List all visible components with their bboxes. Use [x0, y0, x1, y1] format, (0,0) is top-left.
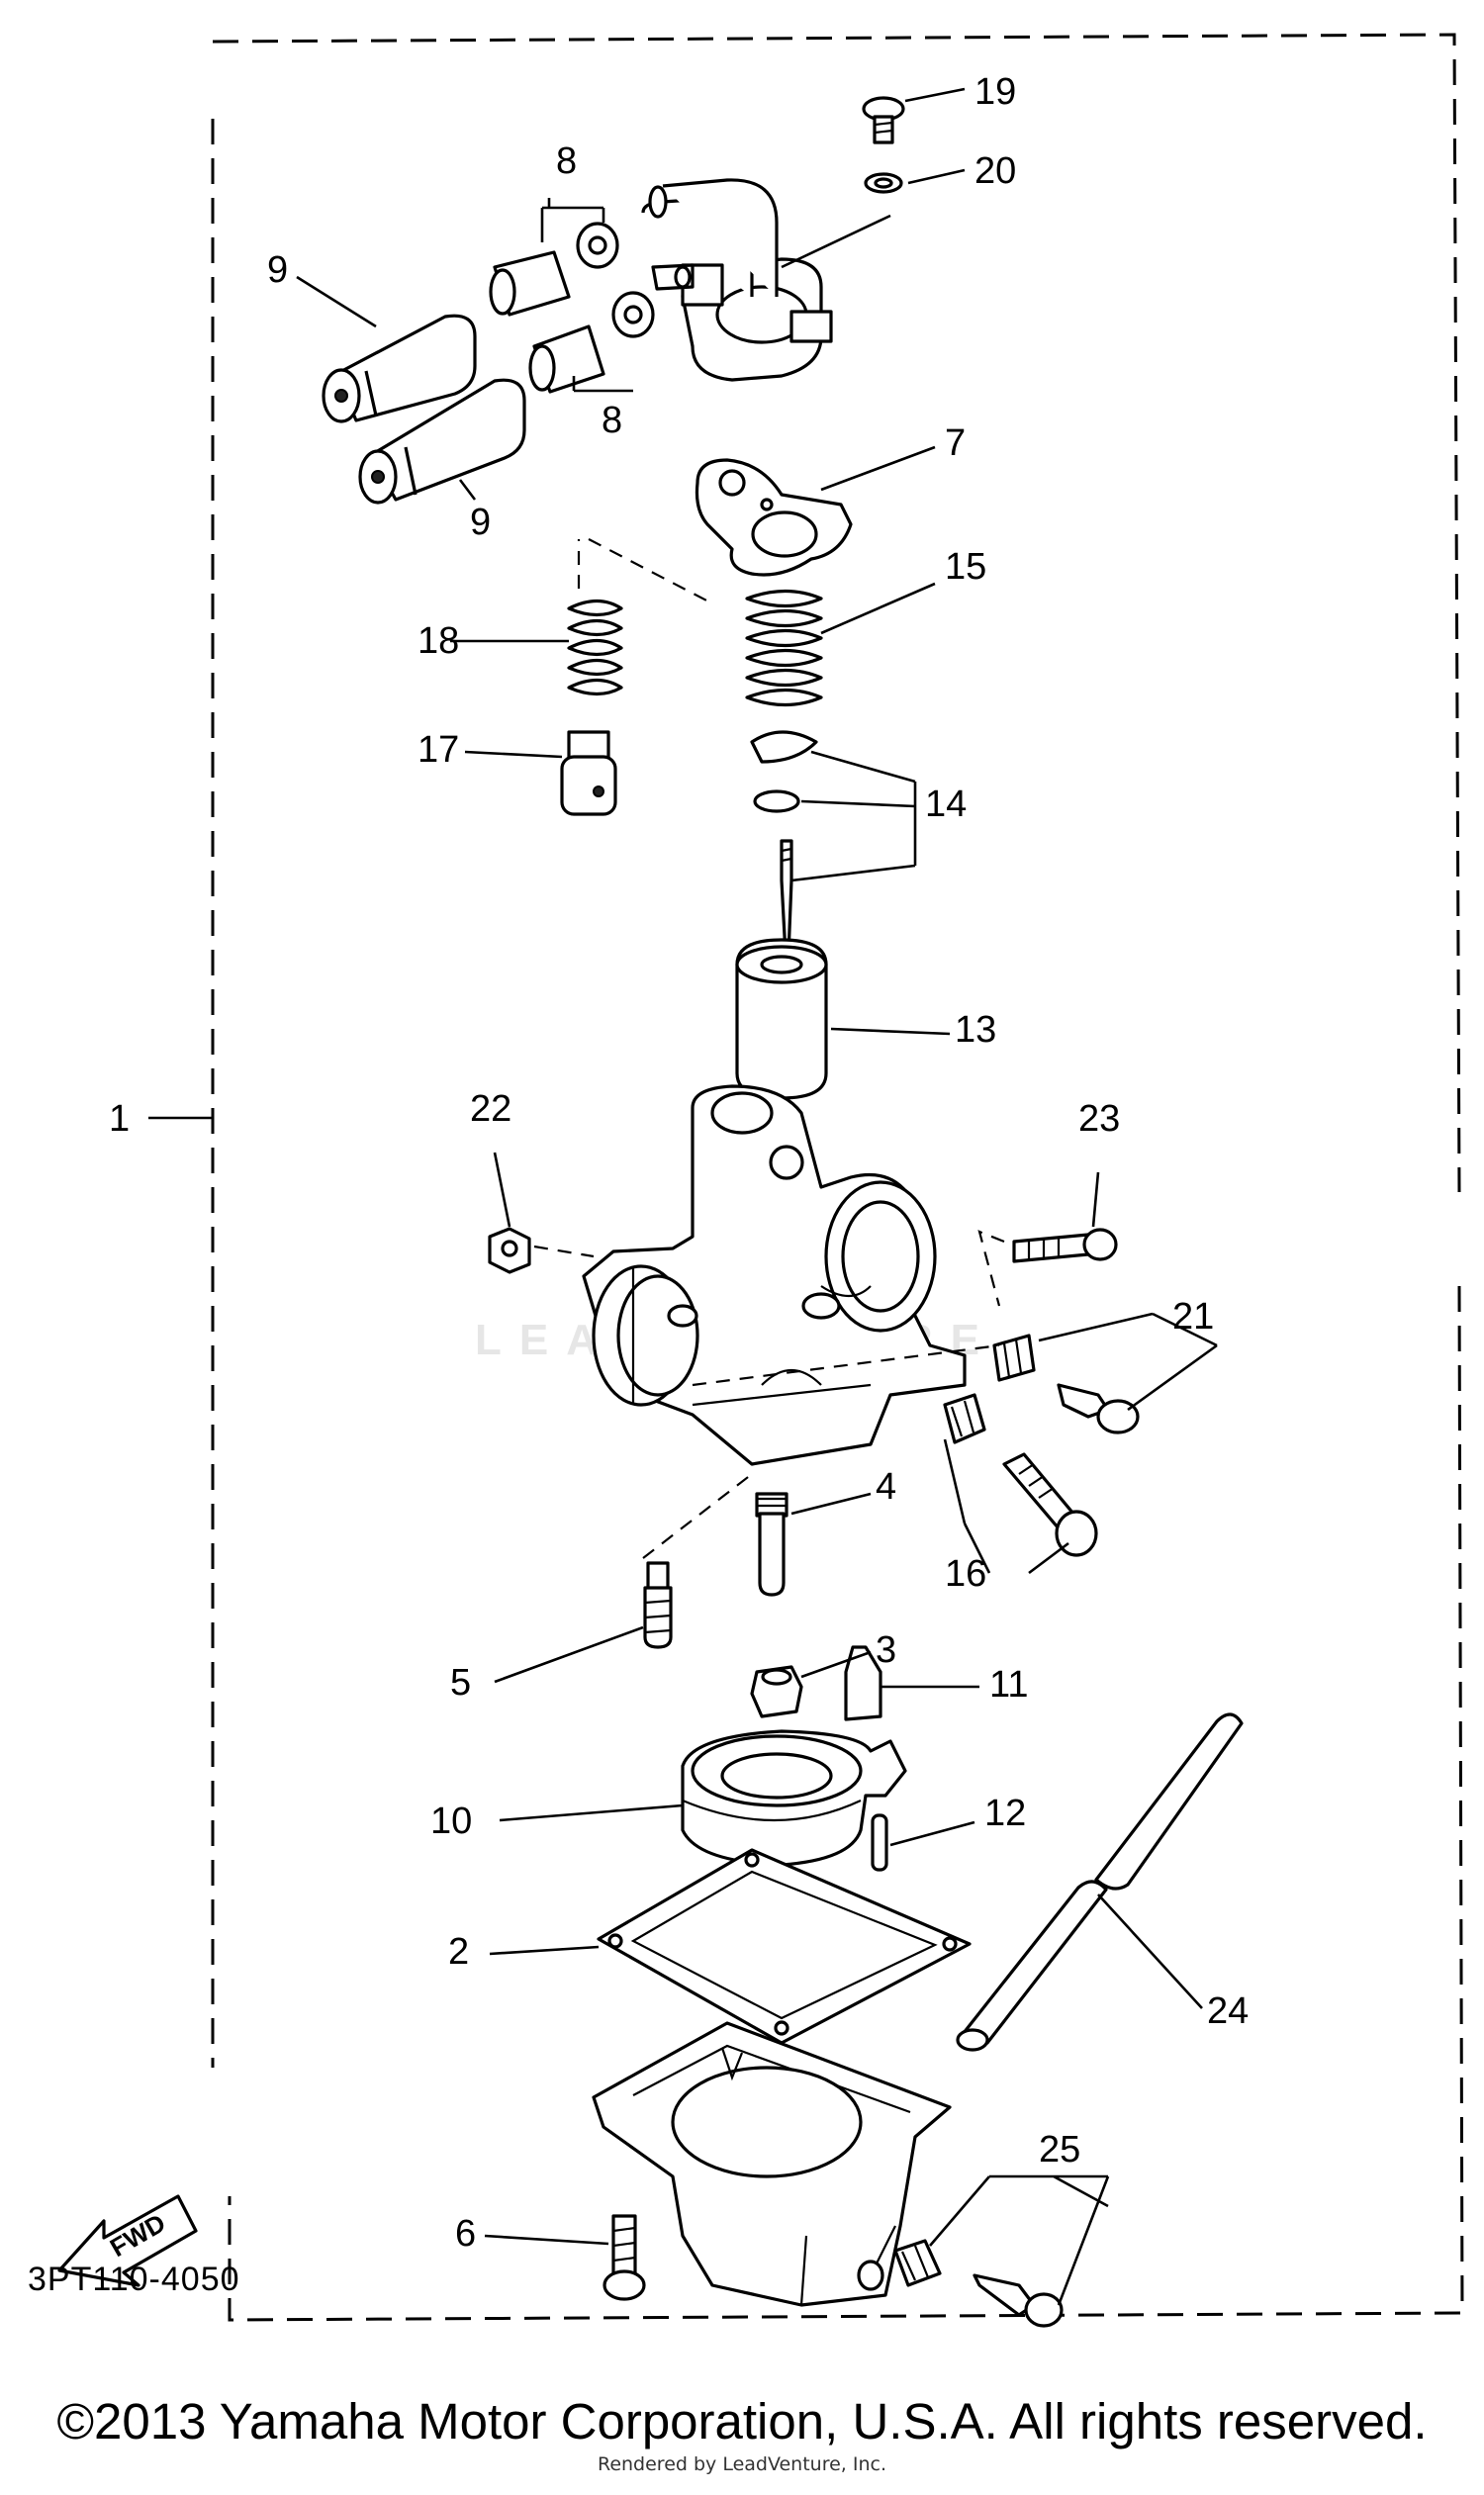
callout-2: 2 [448, 1931, 469, 1973]
part-spring-18 [567, 599, 623, 696]
callout-8-upper: 8 [556, 140, 577, 182]
part-cable-boot-9-upper [322, 314, 477, 423]
rendered-by-note: Rendered by LeadVenture, Inc. [597, 2453, 887, 2475]
callout-6: 6 [455, 2213, 476, 2255]
part-screw-6 [603, 2214, 646, 2301]
callout-8-lower: 8 [602, 400, 622, 441]
copyright-notice: ©2013 Yamaha Motor Corporation, U.S.A. A… [56, 2393, 1428, 2449]
part-main-jet-3 [750, 1665, 803, 1718]
callout-1: 1 [109, 1098, 130, 1140]
part-screw-23 [1012, 1228, 1118, 1263]
diagram-code: 3PT110-4050 [28, 2261, 240, 2298]
callout-9-upper: 9 [267, 249, 288, 291]
part-plate-7 [695, 458, 853, 577]
part-nut-22 [488, 1227, 531, 1274]
callout-3: 3 [876, 1629, 896, 1671]
part-screw-19 [862, 96, 905, 144]
callout-14: 14 [925, 784, 967, 825]
part-carburetor-body [582, 1084, 967, 1466]
part-pilot-jet-5 [643, 1561, 673, 1649]
part-gasket-2 [597, 1848, 972, 2045]
part-needle-jet-4 [755, 1492, 788, 1597]
callout-11: 11 [989, 1664, 1028, 1706]
part-adjuster-17 [560, 730, 617, 816]
callout-5: 5 [450, 1662, 471, 1704]
callout-10: 10 [430, 1801, 472, 1842]
part-float-10 [681, 1729, 907, 1867]
callout-12: 12 [984, 1793, 1026, 1834]
leader-lines [148, 87, 1218, 2306]
callout-15: 15 [945, 546, 986, 588]
part-drain-screw-set-25 [893, 2239, 1064, 2328]
callout-20: 20 [974, 150, 1016, 192]
assembly-boundary [211, 33, 1464, 2322]
part-needle-set-14 [750, 730, 818, 957]
callout-4: 4 [876, 1466, 896, 1508]
part-cable-adjuster-8-upper [489, 222, 619, 317]
callout-7: 7 [945, 422, 966, 464]
callout-25: 25 [1039, 2129, 1080, 2171]
part-spring-15 [745, 589, 823, 707]
callout-16: 16 [945, 1553, 986, 1595]
part-cable-boot-9-lower [358, 378, 526, 505]
callout-24: 24 [1207, 1990, 1249, 2032]
callout-23: 23 [1078, 1098, 1120, 1140]
callout-13: 13 [955, 1009, 996, 1051]
part-washer-20 [864, 172, 903, 194]
callout-17: 17 [417, 729, 459, 771]
part-float-needle-11 [844, 1645, 882, 1721]
callout-18: 18 [417, 620, 459, 662]
callout-9-lower: 9 [470, 502, 491, 543]
callouts: 19 20 8 9 8 9 7 15 18 17 14 13 1 22 23 2… [109, 71, 1249, 2255]
part-float-bowl [592, 2021, 952, 2307]
part-carb-top-cover [641, 178, 833, 382]
part-throttle-valve-13 [735, 938, 828, 1100]
part-cable-adjuster-8-lower [528, 291, 655, 394]
part-pin-12 [871, 1813, 888, 1872]
part-air-screw-set-21 [992, 1334, 1140, 1434]
callout-22: 22 [470, 1088, 511, 1130]
callout-19: 19 [974, 71, 1016, 113]
part-hose-24 [956, 1712, 1244, 2052]
callout-21: 21 [1172, 1296, 1214, 1338]
